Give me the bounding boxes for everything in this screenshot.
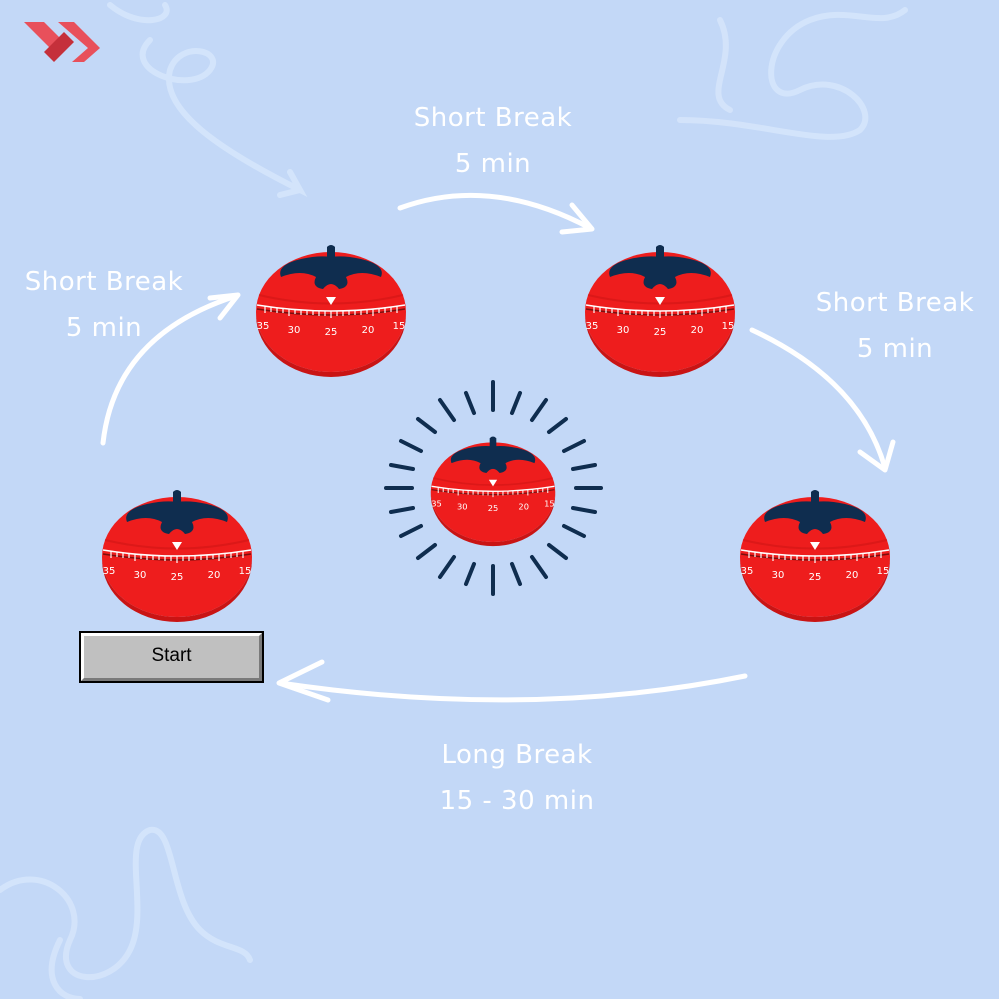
label-left-short-break: Short Break 5 min <box>0 259 224 351</box>
tomato-timer-top-left <box>255 244 407 378</box>
logo-chevrons-icon <box>24 22 100 62</box>
tomato-timer-top-right <box>584 244 736 378</box>
tomato-timer-center <box>429 435 557 547</box>
decor-swirls <box>0 2 908 999</box>
arrow-bottom <box>277 673 748 703</box>
label-right-title: Short Break <box>815 288 975 318</box>
label-bottom-duration: 15 - 30 min <box>439 786 595 816</box>
cycle-arrows <box>100 192 896 703</box>
label-top-title: Short Break <box>413 103 573 133</box>
label-top-short-break: Short Break 5 min <box>373 95 613 187</box>
label-right-duration: 5 min <box>856 334 934 364</box>
tomato-timer-left <box>101 489 253 623</box>
start-button[interactable]: Start <box>79 631 264 683</box>
arrow-right <box>749 327 888 471</box>
label-left-title: Short Break <box>24 267 184 297</box>
arrow-top <box>397 192 593 231</box>
label-top-duration: 5 min <box>454 149 532 179</box>
label-left-duration: 5 min <box>65 313 143 343</box>
arrow-left <box>100 293 239 446</box>
label-right-short-break: Short Break 5 min <box>775 280 999 372</box>
label-bottom-title: Long Break <box>441 740 593 770</box>
burst-lines <box>384 380 603 596</box>
tomato-timer-right <box>739 489 891 623</box>
label-bottom-long-break: Long Break 15 - 30 min <box>397 732 637 824</box>
start-button-label: Start <box>81 633 262 681</box>
